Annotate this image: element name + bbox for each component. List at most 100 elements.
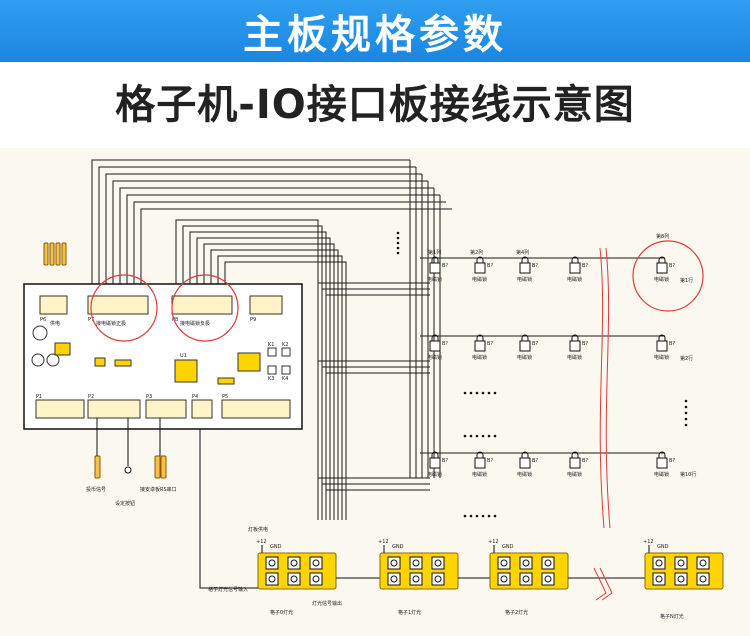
row-1-label: 第1行: [680, 277, 693, 284]
mounting-hole: [32, 325, 48, 341]
lock-label: 电磁锁: [517, 354, 532, 361]
lock-pin-label: B?: [582, 263, 588, 269]
bottom-io: 投币信号 接安卓板RS串口 设定按钮: [86, 418, 177, 507]
seven-segment: [237, 352, 261, 372]
label-power: 供电: [50, 320, 60, 327]
gnd-label: GND: [502, 544, 514, 550]
lock-pin-label: B?: [532, 263, 538, 269]
diagram-title: 格子机-IO接口板接线示意图: [115, 82, 635, 128]
label-p8: P8: [172, 317, 178, 323]
lock-label: 电磁锁: [472, 354, 487, 361]
lock-label: 电磁锁: [427, 276, 442, 283]
component-small: [94, 357, 106, 367]
label-k2: K2: [282, 342, 288, 348]
electromagnetic-lock: 电磁锁 B?: [654, 451, 675, 478]
key-k3: [267, 365, 277, 375]
electromagnetic-lock: 电磁锁 B?: [654, 256, 675, 283]
v12-label: +12: [488, 539, 499, 545]
connector-p8: [171, 295, 233, 315]
light-2-label: 格子2灯光: [505, 609, 528, 616]
key-k1: [267, 347, 277, 357]
component-yellow: [54, 342, 71, 356]
v12-label: +12: [256, 539, 267, 545]
lock-pin-label: B?: [669, 341, 675, 347]
connector-p4: [191, 399, 213, 419]
dynamic-elements: 电磁锁 B? 电磁锁 B? 电磁锁 B? 电磁锁 B? 电磁锁 B? 电磁锁 B? 电磁锁 B? 电磁锁 B?…: [199, 231, 724, 590]
label-p3: P3: [146, 394, 152, 400]
connector-p3: [145, 399, 187, 419]
electromagnetic-lock: 电磁锁 B?: [517, 334, 538, 361]
lock-pin-label: B?: [669, 458, 675, 464]
signal-in-label: 格子灯光信号输入: [208, 586, 248, 593]
label-p5: P5: [222, 394, 228, 400]
label-p1: P1: [36, 394, 42, 400]
label-p7: P7: [88, 317, 94, 323]
key-k4: [281, 365, 291, 375]
label-p6: P6: [40, 317, 46, 323]
connector-p5: [221, 399, 291, 419]
ellipsis-row-1: [463, 391, 497, 395]
key-k2: [281, 347, 291, 357]
lock-pin-label: B?: [582, 458, 588, 464]
lock-label: 电磁锁: [654, 354, 669, 361]
gnd-label: GND: [657, 544, 669, 550]
light-0-label: 格子0灯光: [270, 609, 293, 616]
lock-label: 电磁锁: [427, 354, 442, 361]
ellipsis-top: [396, 231, 400, 255]
connector-p2: [87, 399, 141, 419]
component-small-2: [114, 359, 132, 367]
ellipsis-row-3: [463, 514, 497, 518]
wiring-diagram: 电磁锁 B? 电磁锁 B? 电磁锁 B? 电磁锁 B? 电磁锁 B? 电磁锁 B? 电磁锁 B? 电磁锁 B?…: [0, 148, 750, 636]
lock-label: 电磁锁: [654, 276, 669, 283]
v12-label: +12: [643, 539, 654, 545]
label-lock-minus: 接电磁锁负极: [180, 320, 210, 327]
label-k4: K4: [282, 376, 288, 382]
electromagnetic-lock: 电磁锁 B?: [472, 451, 493, 478]
io-board: P6 P7 P8 P9 供电 接电磁锁正极 接电磁锁负极 U1 K1 K2 K3…: [23, 274, 303, 430]
connector-p6: [39, 295, 68, 315]
lock-pin-label: B?: [532, 458, 538, 464]
lock-pin-label: B?: [442, 458, 448, 464]
connector-p7: [87, 295, 149, 315]
column-1-label: 第1列: [428, 249, 441, 256]
label-k3: K3: [268, 376, 274, 382]
lock-pin-label: B?: [669, 263, 675, 269]
column-2-label: 第2列: [470, 249, 483, 256]
lock-label: 电磁锁: [654, 471, 669, 478]
lock-pin-label: B?: [532, 341, 538, 347]
row-2-label: 第2行: [680, 355, 693, 362]
lock-pin-label: B?: [487, 458, 493, 464]
electromagnetic-lock: 电磁锁 B?: [427, 451, 448, 478]
light-1-label: 格子1灯光: [398, 609, 421, 616]
v12-label: +12: [378, 539, 389, 545]
lock-label: 电磁锁: [427, 471, 442, 478]
lock-pin-label: B?: [487, 263, 493, 269]
lock-label: 电磁锁: [472, 471, 487, 478]
lock-label: 电磁锁: [567, 354, 582, 361]
lock-label: 电磁锁: [567, 471, 582, 478]
column-4-label: 第4列: [516, 249, 529, 256]
label-p9: P9: [250, 317, 256, 323]
wire-bus: [91, 159, 665, 520]
label-coin: 投币信号: [86, 486, 106, 493]
highlight-lock-plus: [90, 274, 158, 342]
capacitor-1: [31, 353, 45, 367]
highlight-row-1: [632, 240, 704, 312]
electromagnetic-lock: 电磁锁 B?: [654, 334, 675, 361]
highlight-lock-minus: [171, 274, 239, 342]
light-power-label: 灯板供电: [248, 526, 268, 533]
banner: 主板规格参数: [0, 0, 750, 62]
connector-p9: [249, 295, 283, 315]
electromagnetic-lock: 电磁锁 B?: [567, 451, 588, 478]
signal-out-label: 灯光信号输出: [312, 600, 342, 607]
gnd-label: GND: [270, 544, 282, 550]
